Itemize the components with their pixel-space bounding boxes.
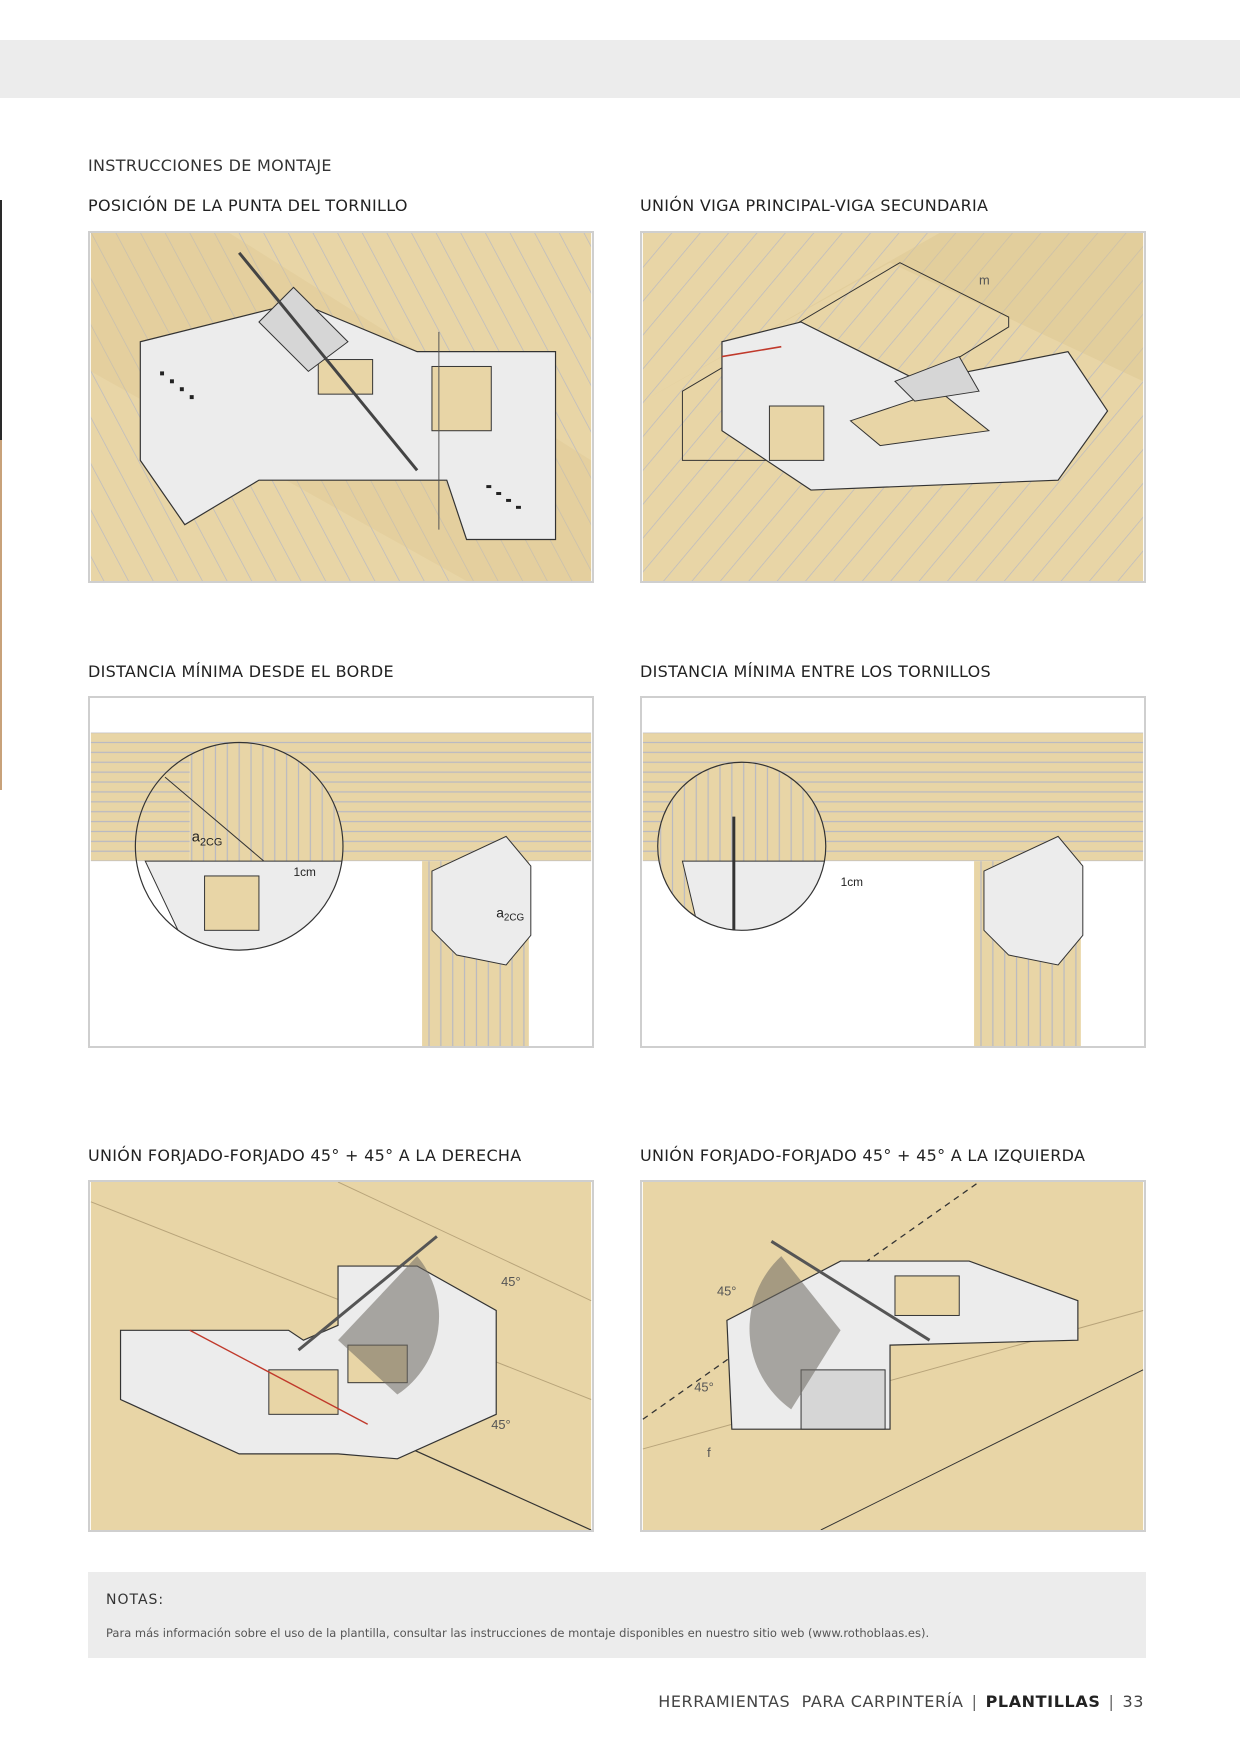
footer-chapter: PLANTILLAS (985, 1692, 1101, 1711)
illustration-main-secondary-beam: m (640, 231, 1146, 583)
label-f: f (707, 1445, 711, 1460)
caption-min-screw-distance: DISTANCIA MÍNIMA ENTRE LOS TORNILLOS (640, 662, 991, 681)
illustration-screw-tip-position (88, 231, 594, 583)
section-title: INSTRUCCIONES DE MONTAJE (88, 156, 332, 175)
beam-joint-drawing: m (642, 233, 1144, 581)
label-45-mid: 45° (694, 1380, 713, 1395)
sidebar-edge-accent (0, 440, 2, 790)
page-footer: HERRAMIENTAS PARA CARPINTERÍA | PLANTILLAS… (658, 1692, 1144, 1711)
edge-distance-drawing: a2CG a2CG 1cm (90, 732, 592, 1046)
caption-floor-joint-left: UNIÓN FORJADO-FORJADO 45° + 45° A LA IZQ… (640, 1146, 1086, 1165)
floor-joint-right-drawing: 45° 45° (90, 1182, 592, 1530)
illustration-floor-joint-right: 45° 45° (88, 1180, 594, 1532)
caption-floor-joint-right: UNIÓN FORJADO-FORJADO 45° + 45° A LA DER… (88, 1146, 522, 1165)
screw-tip-drawing (90, 233, 592, 581)
label-m: m (979, 272, 990, 287)
label-a2cg-small: a2CG (496, 904, 524, 923)
label-45-top: 45° (501, 1274, 520, 1289)
screw-distance-drawing: 1cm (642, 732, 1144, 1046)
footer-section: HERRAMIENTAS PARA CARPINTERÍA (658, 1692, 964, 1711)
caption-screw-tip-position: POSICIÓN DE LA PUNTA DEL TORNILLO (88, 196, 408, 215)
notes-box: NOTAS: Para más información sobre el uso… (88, 1572, 1146, 1658)
label-45-bottom: 45° (491, 1417, 510, 1432)
illustration-floor-joint-left: 45° 45° f (640, 1180, 1146, 1532)
illustration-min-edge-distance: a2CG a2CG 1cm (88, 696, 594, 1048)
caption-main-secondary-beam: UNIÓN VIGA PRINCIPAL-VIGA SECUNDARIA (640, 196, 989, 215)
footer-divider: | (971, 1692, 978, 1711)
caption-min-edge-distance: DISTANCIA MÍNIMA DESDE EL BORDE (88, 662, 394, 681)
label-1cm: 1cm (841, 875, 864, 889)
page-number: 33 (1122, 1692, 1144, 1711)
illustration-min-screw-distance: 1cm (640, 696, 1146, 1048)
label-1cm: 1cm (294, 865, 317, 879)
footer-divider: | (1108, 1692, 1115, 1711)
label-45-top: 45° (717, 1284, 736, 1299)
notes-title: NOTAS: (106, 1592, 165, 1608)
top-band (0, 40, 1240, 98)
floor-joint-left-drawing: 45° 45° f (642, 1182, 1144, 1530)
notes-text: Para más información sobre el uso de la … (106, 1626, 930, 1640)
label-a2cg-zoom: a2CG (192, 829, 223, 848)
